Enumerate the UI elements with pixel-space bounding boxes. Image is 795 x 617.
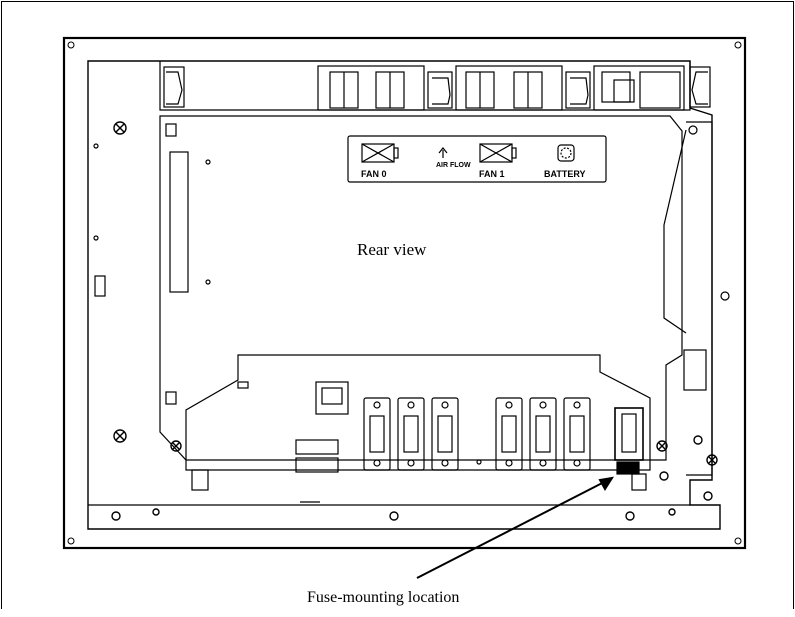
connector-icon — [397, 397, 425, 471]
corner-marks — [67, 41, 742, 545]
rear-view-caption: Rear view — [357, 240, 427, 259]
fan0-label: FAN 0 — [361, 169, 387, 179]
connector-icon — [431, 397, 459, 471]
connector-icon — [495, 397, 523, 471]
fan-icon — [479, 143, 517, 163]
battery-icon — [557, 144, 575, 162]
label-placard — [347, 135, 607, 183]
outer-bezel — [62, 36, 747, 550]
fuse-icon — [614, 407, 644, 475]
battery-label: BATTERY — [544, 169, 586, 179]
inner-panel — [93, 115, 683, 461]
connector-icon — [363, 397, 391, 471]
screw-icon — [111, 121, 718, 521]
side-bracket — [663, 121, 730, 476]
bottom-tabs — [191, 469, 647, 503]
chassis-outline — [87, 60, 721, 530]
airflow-label: AIR FLOW — [436, 162, 471, 169]
connector-icon — [529, 397, 557, 471]
connector-icon — [563, 397, 591, 471]
airflow-arrow-icon — [438, 147, 448, 158]
fan1-label: FAN 1 — [479, 169, 505, 179]
connector-area — [185, 354, 651, 475]
ethernet-port — [315, 381, 349, 415]
fan-icon — [361, 143, 399, 163]
fan-housing — [159, 61, 711, 111]
fuse-callout-arrow — [416, 476, 615, 579]
fuse-location-callout: Fuse-mounting location — [307, 589, 460, 606]
